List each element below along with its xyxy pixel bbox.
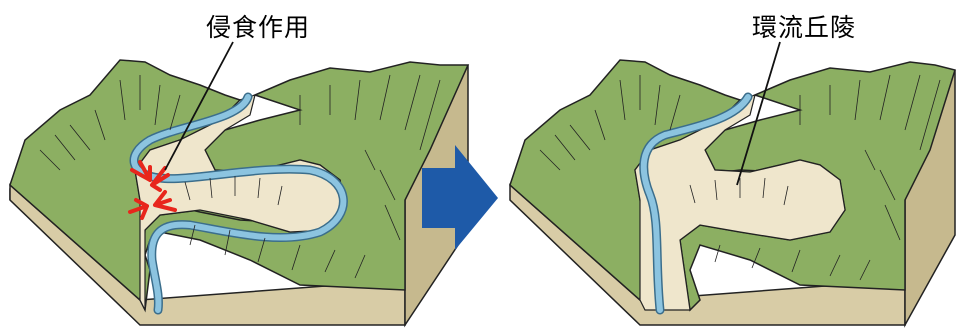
block-before (10, 42, 468, 325)
block-after (510, 42, 955, 325)
label-meander-core-hill: 環流丘陵 (752, 8, 856, 44)
label-erosion: 侵食作用 (206, 8, 310, 44)
